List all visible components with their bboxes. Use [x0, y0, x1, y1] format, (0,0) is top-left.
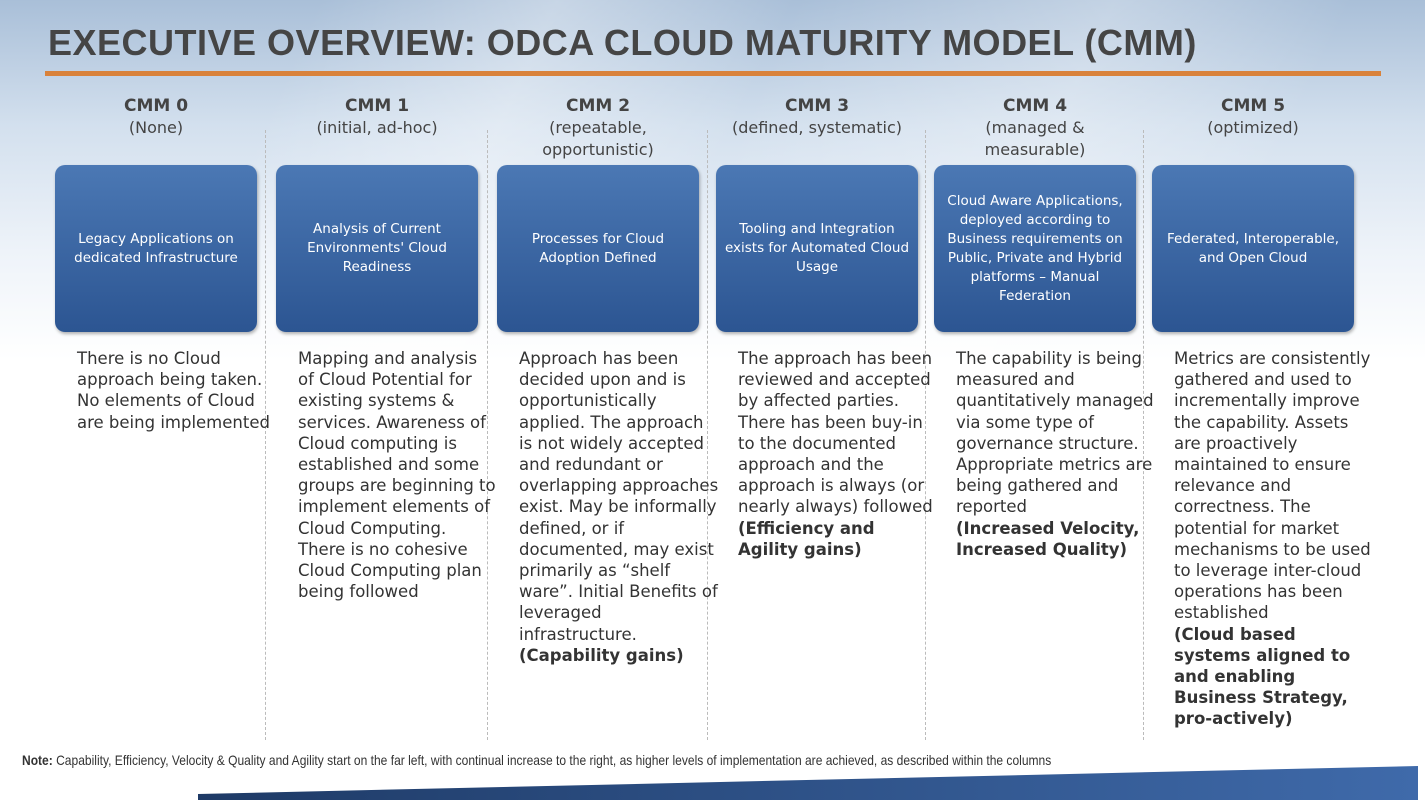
description-text: The approach has been reviewed and accep… — [738, 349, 933, 517]
title-underline — [45, 71, 1381, 76]
footnote: Note: Capability, Efficiency, Velocity &… — [22, 752, 1051, 768]
level-box-text: Cloud Aware Applications, deployed accor… — [947, 192, 1123, 304]
column-header: CMM 5 (optimized) — [1152, 95, 1354, 165]
column-header: CMM 2(repeatable, opportunistic) — [497, 95, 699, 165]
description-text: Mapping and analysis of Cloud Potential … — [298, 349, 496, 602]
cmm-column: CMM 1 (initial, ad-hoc) Analysis of Curre… — [276, 95, 496, 601]
level-label: CMM 3 — [784, 96, 850, 116]
level-box: Federated, Interoperable, and Open Cloud — [1152, 165, 1354, 332]
level-description: The capability is being measured and qua… — [956, 348, 1156, 560]
page-title: EXECUTIVE OVERVIEW: ODCA CLOUD MATURITY … — [48, 22, 1197, 63]
level-label: CMM 2 — [565, 96, 631, 116]
description-text: The capability is being measured and qua… — [956, 349, 1154, 517]
gains-text: (Cloud based systems aligned to and enab… — [1174, 624, 1351, 729]
column-header: CMM 1 (initial, ad-hoc) — [276, 95, 478, 165]
level-box-text: Tooling and Integration exists for Autom… — [724, 221, 910, 275]
gains-text: (Increased Velocity, Increased Quality) — [956, 518, 1140, 559]
column-divider — [487, 130, 488, 740]
level-box: Processes for Cloud Adoption Defined — [497, 165, 699, 332]
level-subtitle: (repeatable, opportunistic) — [542, 118, 654, 159]
column-divider — [925, 130, 926, 740]
level-box: Tooling and Integration exists for Autom… — [716, 165, 918, 332]
gains-text: (Efficiency and Agility gains) — [738, 518, 875, 559]
level-subtitle: (None) — [128, 118, 184, 137]
level-description: Mapping and analysis of Cloud Potential … — [298, 348, 498, 602]
level-description: Metrics are consistently gathered and us… — [1174, 348, 1374, 730]
level-subtitle: (managed & measurable) — [984, 118, 1086, 159]
increase-wedge — [198, 766, 1418, 800]
cmm-column: CMM 3 (defined, systematic) Tooling and I… — [716, 95, 934, 559]
level-description: The approach has been reviewed and accep… — [738, 348, 938, 560]
gains-text: (Capability gains) — [519, 645, 684, 665]
description-text: Metrics are consistently gathered and us… — [1174, 349, 1371, 623]
level-box: Cloud Aware Applications, deployed accor… — [934, 165, 1136, 332]
level-label: CMM 4 — [1002, 96, 1068, 116]
description-text: There is no Cloud approach being taken. … — [77, 349, 270, 432]
level-box-text: Processes for Cloud Adoption Defined — [531, 230, 665, 266]
level-description: Approach has been decided upon and is op… — [519, 348, 719, 666]
level-box-text: Analysis of Current Environments' Cloud … — [307, 221, 447, 275]
level-subtitle: (optimized) — [1207, 118, 1299, 137]
level-label: CMM 1 — [344, 96, 410, 116]
level-box: Legacy Applications on dedicated Infrast… — [55, 165, 257, 332]
note-text: Capability, Efficiency, Velocity & Quali… — [52, 752, 1052, 768]
column-divider — [707, 130, 708, 740]
column-divider — [1143, 130, 1144, 740]
description-text: Approach has been decided upon and is op… — [519, 349, 719, 644]
cmm-column: CMM 2(repeatable, opportunistic) Process… — [497, 95, 718, 665]
level-box: Analysis of Current Environments' Cloud … — [276, 165, 478, 332]
column-header: CMM 3 (defined, systematic) — [716, 95, 918, 165]
cmm-column: CMM 4(managed & measurable) Cloud Aware … — [934, 95, 1154, 559]
level-label: CMM 5 — [1220, 96, 1286, 116]
level-subtitle: (initial, ad-hoc) — [316, 118, 438, 137]
level-box-text: Legacy Applications on dedicated Infrast… — [74, 230, 238, 266]
column-header: CMM 4(managed & measurable) — [934, 95, 1136, 165]
note-label: Note: — [22, 752, 53, 768]
level-box-text: Federated, Interoperable, and Open Cloud — [1166, 230, 1340, 266]
level-label: CMM 0 — [123, 96, 189, 116]
cmm-column: CMM 0 (None) Legacy Applications on dedic… — [55, 95, 273, 432]
column-divider — [265, 130, 266, 740]
column-header: CMM 0 (None) — [55, 95, 257, 165]
level-subtitle: (defined, systematic) — [731, 118, 903, 137]
level-description: There is no Cloud approach being taken. … — [77, 348, 277, 433]
cmm-column: CMM 5 (optimized) Federated, Interoperabl… — [1152, 95, 1371, 728]
